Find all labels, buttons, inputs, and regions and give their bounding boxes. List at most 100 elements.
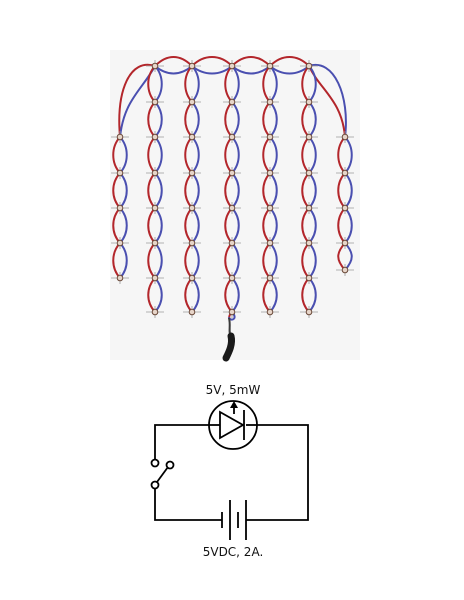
column-wire-positive [301,101,310,138]
led-node [223,202,241,214]
battery-rating-label: 5VDC, 2A. [203,545,264,559]
column-wire-positive [262,65,271,103]
column-wire-negative [191,207,200,244]
led-node [223,167,241,179]
column-wire-positive [184,136,193,174]
column-wire-positive [184,65,193,103]
top-loop-negative [231,65,271,75]
column-wire-negative [308,207,317,244]
column-wire-negative [191,172,200,209]
column-wire-positive [301,65,310,103]
column-wire-positive [301,172,310,209]
column-wire-positive [224,172,233,209]
column-wire-negative [231,65,240,103]
column-wire-positive [112,136,121,174]
led-node [111,131,129,143]
column-wire-negative [154,136,163,174]
column-wire-negative [119,172,128,209]
led-strand-wiring [112,56,353,321]
column-wire-negative [231,101,240,138]
column-wire-positive [224,101,233,138]
column-wire-positive [301,136,310,174]
led-node [146,237,164,249]
column-wire-positive [147,172,156,209]
column-wire-negative [344,207,353,244]
led-node [223,131,241,143]
column-wire-negative [269,65,278,103]
led-node [146,306,164,318]
column-wire-positive [224,136,233,174]
edge-loop-negative [308,63,347,138]
column-wire-positive [147,242,156,279]
column-wire-positive [337,172,346,209]
led-strand-leds [111,60,354,318]
column-wire-positive [262,242,271,279]
column-wire-positive [337,136,346,174]
led-node [300,237,318,249]
column-wire-positive [112,172,121,209]
led-node [146,60,164,72]
top-loop-negative [154,65,193,75]
column-wire-positive [301,207,310,244]
column-wire-positive [147,207,156,244]
column-wire-negative [231,207,240,244]
column-wire-negative [191,242,200,279]
led-node [223,306,241,318]
led-node [261,167,279,179]
led-node [261,306,279,318]
column-wire-negative [269,101,278,138]
column-wire-negative [269,136,278,174]
led-node [183,202,201,214]
led-node [261,237,279,249]
circuit-schematic: 5V, 5mW 5VDC, 2A. [150,383,309,559]
column-wire-positive [112,242,121,279]
battery-icon [221,500,247,540]
column-wire-negative [154,172,163,209]
led-node [146,96,164,108]
column-wire-negative [119,242,128,279]
top-loop-positive [154,56,193,67]
column-wire-positive [112,207,121,244]
column-wire-positive [224,65,233,103]
column-wire-negative [191,65,200,103]
led-node [111,272,129,284]
circuit-wire-bottom-left [154,488,222,521]
led-rating-label: 5V, 5mW [206,383,261,397]
column-wire-negative [231,242,240,279]
column-wire-negative [308,101,317,138]
column-wire-positive [184,172,193,209]
led-node [336,237,354,249]
led-node [300,272,318,284]
column-wire-negative [154,242,163,279]
led-node [223,60,241,72]
column-wire-negative [119,136,128,174]
led-node [336,131,354,143]
column-wire-positive [147,101,156,138]
column-wire-positive [301,242,310,279]
edge-loop-positive [118,63,156,138]
led-node [300,131,318,143]
column-wire-negative [308,242,317,279]
column-wire-positive [147,136,156,174]
top-loop-positive [231,56,271,67]
top-loop-positive [269,56,310,67]
column-wire-negative [119,207,128,244]
led-node [111,237,129,249]
led-node [183,272,201,284]
column-wire-negative [308,172,317,209]
column-wire-positive [184,207,193,244]
led-node [111,167,129,179]
column-wire-negative [231,172,240,209]
led-node [146,272,164,284]
column-wire-negative [269,172,278,209]
led-node [146,167,164,179]
column-wire-negative [344,172,353,209]
led-node [300,202,318,214]
led-node [300,306,318,318]
column-wire-positive [184,242,193,279]
led-node [183,131,201,143]
column-wire-negative [308,65,317,103]
led-node [223,96,241,108]
led-node [261,272,279,284]
column-wire-negative [344,136,353,174]
